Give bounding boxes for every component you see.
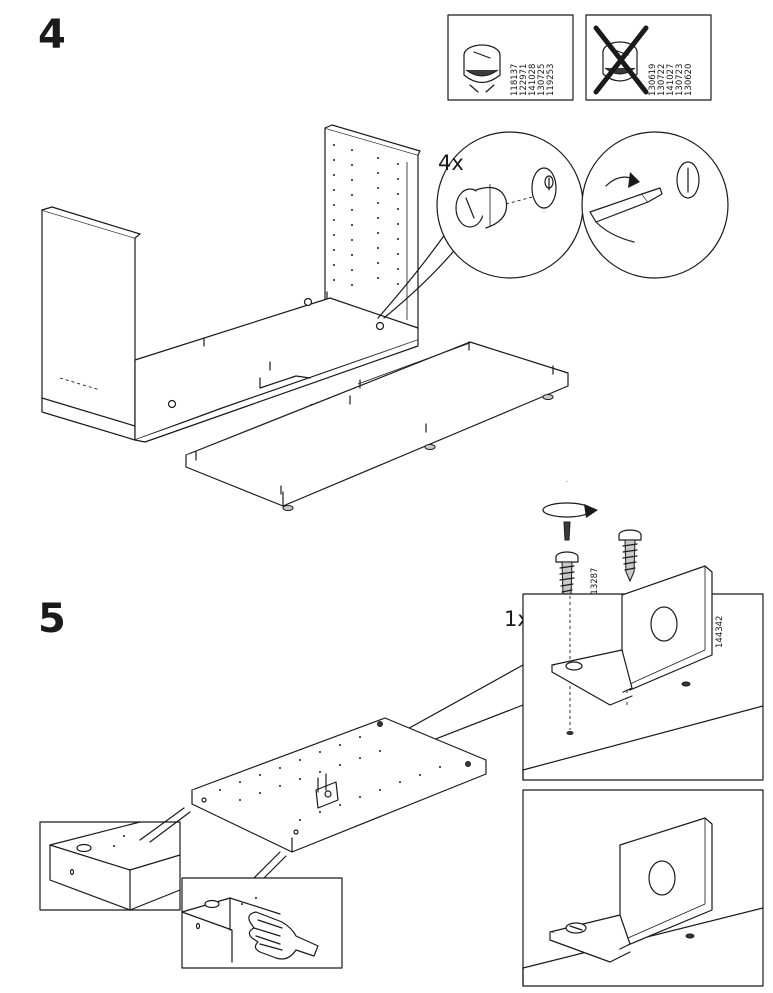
- cam-lock-wrong-reference: 130619 130722 141027 130723 130620: [585, 14, 712, 101]
- part-number: 130619: [648, 64, 658, 96]
- step-4-count: 4x: [438, 151, 464, 175]
- board-with-bracket: [191, 717, 487, 853]
- cabinet-frame: [41, 124, 421, 443]
- svg-text:130619 130722 1410: 130619 130722 141027 130723 130620: [648, 61, 694, 96]
- part-number: 130722: [657, 64, 667, 96]
- step-4-number: 4: [38, 12, 66, 58]
- cam-lock-icon: [463, 44, 501, 93]
- cross-out-icon: [593, 25, 649, 95]
- cam-lock-icon: [375, 321, 385, 331]
- shelf-pin-holes: [333, 144, 399, 286]
- bottom-board: [185, 341, 569, 511]
- screw-part-number: 113287: [590, 568, 600, 600]
- step-5-number: 5: [38, 596, 66, 642]
- panel-hole-icon: [676, 161, 700, 199]
- svg-text:118137 122971 1410: 118137 122971 141028 130725 119253: [510, 61, 556, 96]
- screw-icon: [618, 529, 642, 583]
- bracket-icon: [551, 565, 713, 706]
- cam-lock-icon: [167, 399, 177, 409]
- part-number: 130725: [537, 64, 547, 96]
- cam-lock-icon: [455, 184, 508, 229]
- part-number: 141028: [528, 64, 538, 96]
- part-number: 122971: [519, 64, 529, 96]
- part-number: 130620: [684, 64, 694, 96]
- screwdriver-icon: [542, 481, 598, 541]
- shelf-pin-holes: [219, 736, 441, 821]
- part-number: 118137: [510, 64, 520, 96]
- screwdriver-icon: [589, 187, 663, 243]
- bracket-part-number: 144342: [715, 616, 725, 648]
- edge-check-detail: [181, 877, 343, 969]
- cam-lock-ok-reference: 118137 122971 141028 130725 119253: [447, 14, 574, 101]
- cam-lock-icon: [303, 297, 313, 307]
- part-number: 119253: [546, 64, 556, 96]
- hand-icon: [248, 911, 319, 960]
- bracket-mount-detail: 144342: [522, 565, 764, 781]
- cam-lock-tighten-detail: [581, 131, 729, 279]
- part-number: 141027: [666, 64, 676, 96]
- panel-hole-icon: [531, 167, 557, 209]
- part-number: 130723: [675, 64, 685, 96]
- bracket-installed-detail: [522, 789, 764, 987]
- rotate-arrow-icon: [605, 172, 640, 188]
